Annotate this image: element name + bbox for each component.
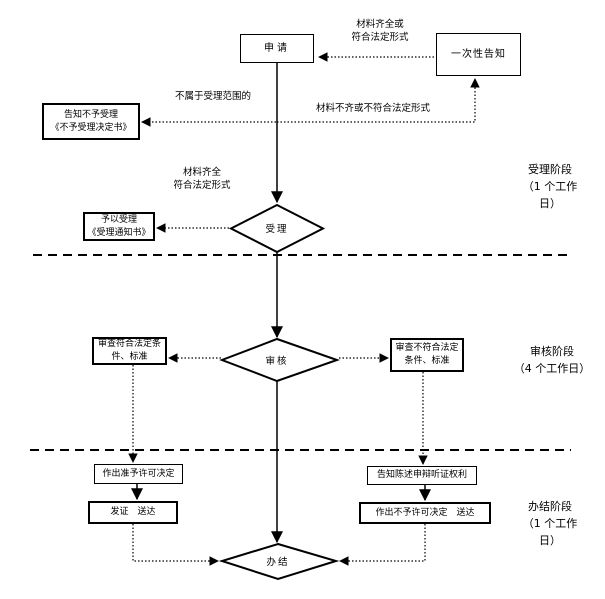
review-diamond (219, 337, 341, 383)
apply-box: 申请 (240, 34, 314, 63)
stage-label-review: 审核阶段 （4 个工作日） (513, 345, 591, 376)
review-pass-box: 审查符合法定条 件、标准 (92, 337, 167, 365)
stage-label-closing: 办结阶段 （1 个工作 日） (522, 500, 578, 548)
edge-label-not-in-scope: 不属于受理范围的 (174, 91, 251, 102)
accept-doc-box: 予以受理 《受理通知书》 (83, 212, 155, 241)
one-time-notice-box: 一次性告知 (436, 33, 521, 76)
edge-label-incomplete-or-illegal: 材料不齐或不符合法定形式 (315, 103, 430, 114)
decision-deny-box: 作出不予许可决定 送达 (359, 502, 491, 524)
arrow-issue-to-close (132, 524, 219, 566)
close-label: 办结 (266, 557, 290, 568)
accept-check-label: 受理 (265, 224, 289, 235)
stage-label-acceptance: 受理阶段 （1 个工作 日） (522, 163, 578, 211)
notice-rejection-box: 告知不予受理 《不予受理决定书》 (42, 103, 140, 140)
notice-rights-box: 告知陈述申辩听证权利 (367, 466, 477, 485)
edge-label-complete-legal: 材料齐全 符合法定形式 (173, 167, 231, 191)
arrow-deny-to-close (339, 524, 426, 566)
review-label: 审核 (265, 356, 289, 367)
review-fail-box: 审查不符合法定 条件、标准 (390, 338, 464, 372)
edge-label-complete-or-legal: 材料齐全或 符合法定形式 (351, 19, 409, 43)
accept-check-diamond (228, 203, 326, 254)
issue-deliver-box: 发证 送达 (88, 501, 178, 524)
decision-grant-box: 作出准予许可决定 (94, 464, 183, 484)
close-diamond (218, 542, 340, 581)
